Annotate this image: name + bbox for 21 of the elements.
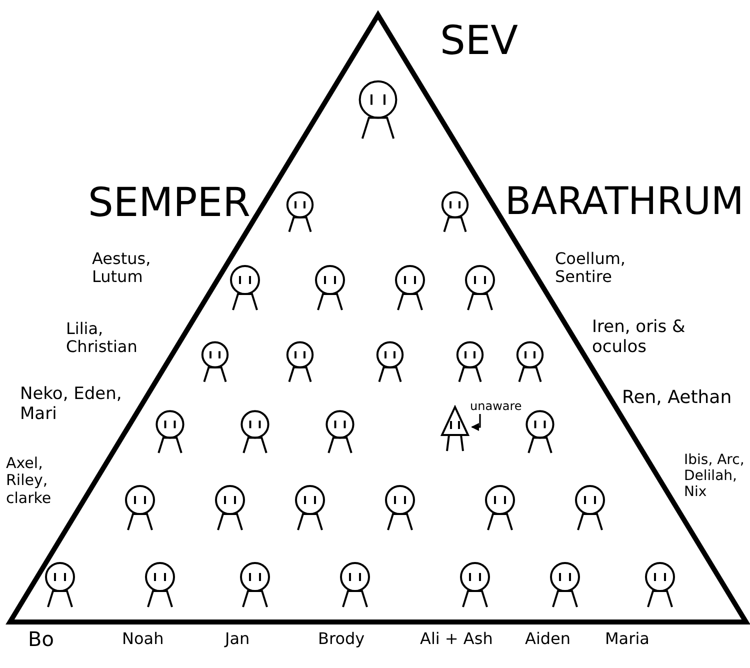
name-label: Jan xyxy=(225,630,250,648)
annotation-text: unaware xyxy=(470,398,542,414)
name-label: Iren, oris & oculos xyxy=(592,318,686,358)
tier-title: BARATHRUM xyxy=(505,180,744,224)
name-label: Maria xyxy=(605,630,650,648)
character-drawing xyxy=(438,405,472,453)
name-label: Aestus, Lutum xyxy=(92,250,152,287)
name-label: Lilia, Christian xyxy=(66,320,138,357)
name-label: Coellum, Sentire xyxy=(555,250,627,287)
name-label: Ren, Aethan xyxy=(622,388,732,409)
leader-arrow xyxy=(471,414,481,431)
name-label: Ibis, Arc, Delilah, Nix xyxy=(684,452,746,500)
name-label: Axel, Riley, clarke xyxy=(6,455,52,507)
tier-title: SEV xyxy=(440,18,518,64)
tier-title: SEMPER xyxy=(88,180,250,226)
name-label: Aiden xyxy=(525,630,571,648)
name-label: Brody xyxy=(318,630,365,648)
name-label: Bo xyxy=(28,628,54,651)
name-label: Noah xyxy=(122,630,164,648)
name-label: Neko, Eden, Mari xyxy=(20,385,123,424)
name-label: Ali + Ash xyxy=(420,630,493,648)
